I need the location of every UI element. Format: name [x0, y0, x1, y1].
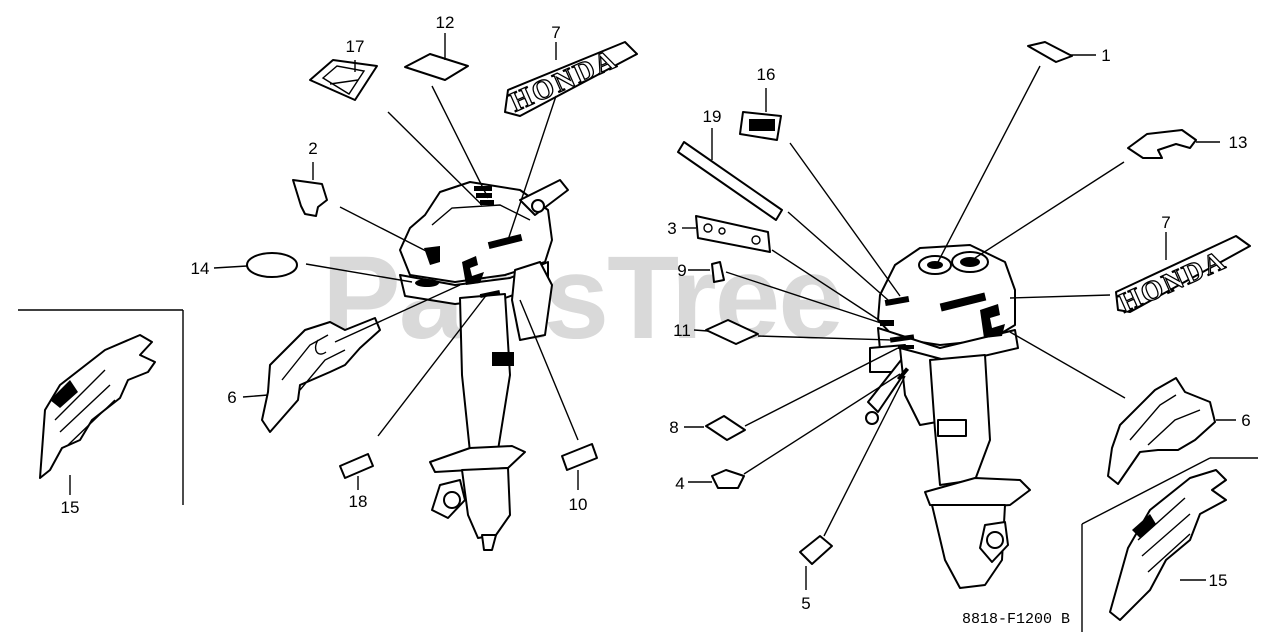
leader-lines [69, 33, 1236, 590]
decal-8 [705, 415, 746, 441]
decal-9 [711, 261, 725, 283]
honda-decal-left: HONDA [504, 41, 638, 119]
callout-10: 10 [569, 495, 588, 514]
callout-15-right: 15 [1209, 571, 1228, 590]
decal-4 [711, 469, 745, 489]
honda-text-left: HONDA [505, 44, 622, 119]
callout-5: 5 [801, 594, 810, 613]
callout-1: 1 [1101, 46, 1110, 65]
callout-18: 18 [349, 492, 368, 511]
callout-14: 14 [191, 259, 210, 278]
decal-1 [1027, 41, 1073, 63]
decal-6-left-fourstroke [261, 317, 381, 433]
honda-decal-right: HONDA [1114, 235, 1251, 320]
callout-19: 19 [703, 107, 722, 126]
decal-12 [404, 53, 469, 81]
decal-6-right-fourstroke [1107, 377, 1216, 485]
callout-8: 8 [669, 418, 678, 437]
callout-17: 17 [346, 37, 365, 56]
callout-16: 16 [757, 65, 776, 84]
diagram-code: 8818-F1200 B [962, 611, 1070, 628]
decal-2 [292, 179, 328, 217]
left-outboard-motor [399, 179, 569, 551]
decal-15-left-fourstroke [39, 334, 156, 479]
callout-2: 2 [308, 139, 317, 158]
callout-7-left: 7 [551, 23, 560, 42]
callout-13: 13 [1229, 133, 1248, 152]
decal-14-oval [246, 252, 298, 278]
decal-13 [1127, 129, 1197, 159]
decal-18 [339, 453, 374, 479]
decal-5 [799, 535, 833, 565]
callout-4: 4 [675, 474, 684, 493]
decal-11 [705, 319, 759, 345]
callout-11: 11 [673, 321, 691, 340]
decal-10 [561, 443, 598, 471]
callout-12: 12 [436, 13, 455, 32]
callout-9: 9 [677, 261, 686, 280]
decal-19 [677, 141, 783, 221]
callout-numbers: 17 12 7 2 14 6 15 18 10 1 16 19 13 7 3 9… [61, 13, 1251, 613]
decal-17 [309, 59, 378, 101]
callout-6-left: 6 [227, 388, 236, 407]
callout-7-right: 7 [1161, 213, 1170, 232]
right-outboard-motor [865, 244, 1031, 589]
callout-3: 3 [667, 219, 676, 238]
callout-15-left: 15 [61, 498, 80, 517]
decal-3-plate [695, 215, 771, 253]
decal-15-right-fourstroke [1109, 469, 1227, 621]
decal-16 [739, 111, 782, 141]
callout-6-right: 6 [1241, 411, 1250, 430]
honda-text-right: HONDA [1114, 245, 1231, 320]
